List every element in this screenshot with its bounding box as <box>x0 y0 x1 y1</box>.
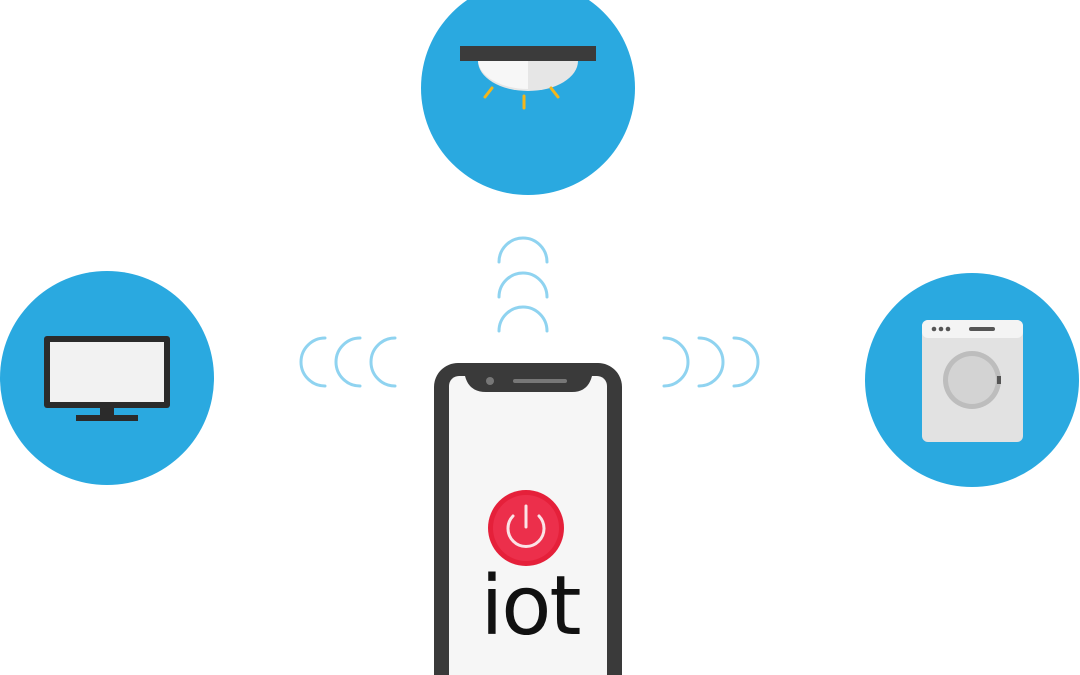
monitor-icon <box>44 336 170 421</box>
power-button[interactable] <box>488 490 564 566</box>
signal-right <box>662 336 760 388</box>
phone-speaker <box>513 379 567 383</box>
phone-camera <box>486 377 494 385</box>
phone-label: iot <box>480 559 581 654</box>
ceiling-light-icon <box>460 46 596 110</box>
signal-left <box>299 336 397 388</box>
phone-notch <box>465 376 592 392</box>
power-icon <box>506 504 546 548</box>
washing-machine-icon <box>922 320 1023 442</box>
signal-up <box>497 236 549 333</box>
